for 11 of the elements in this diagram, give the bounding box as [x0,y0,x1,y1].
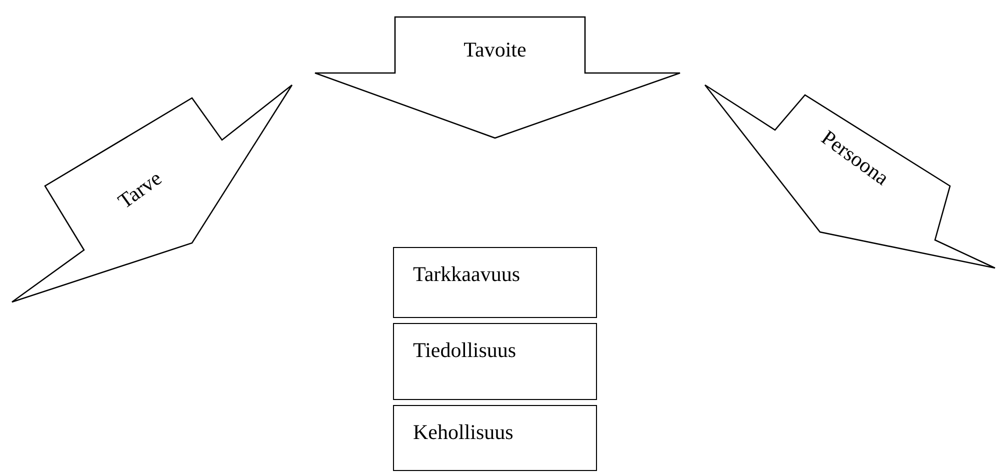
callout-label: Tavoite [464,38,526,62]
arrow-callout [315,17,680,138]
arrow-callout [705,85,995,268]
box-label: Kehollisuus [413,420,514,445]
callout-label: Tarve [113,166,167,214]
box-label: Tiedollisuus [413,338,516,363]
label-box [393,247,597,318]
box-label: Tarkkaavuus [413,262,520,287]
label-box [393,405,597,471]
label-box [393,323,597,400]
arrow-callout [12,85,292,302]
